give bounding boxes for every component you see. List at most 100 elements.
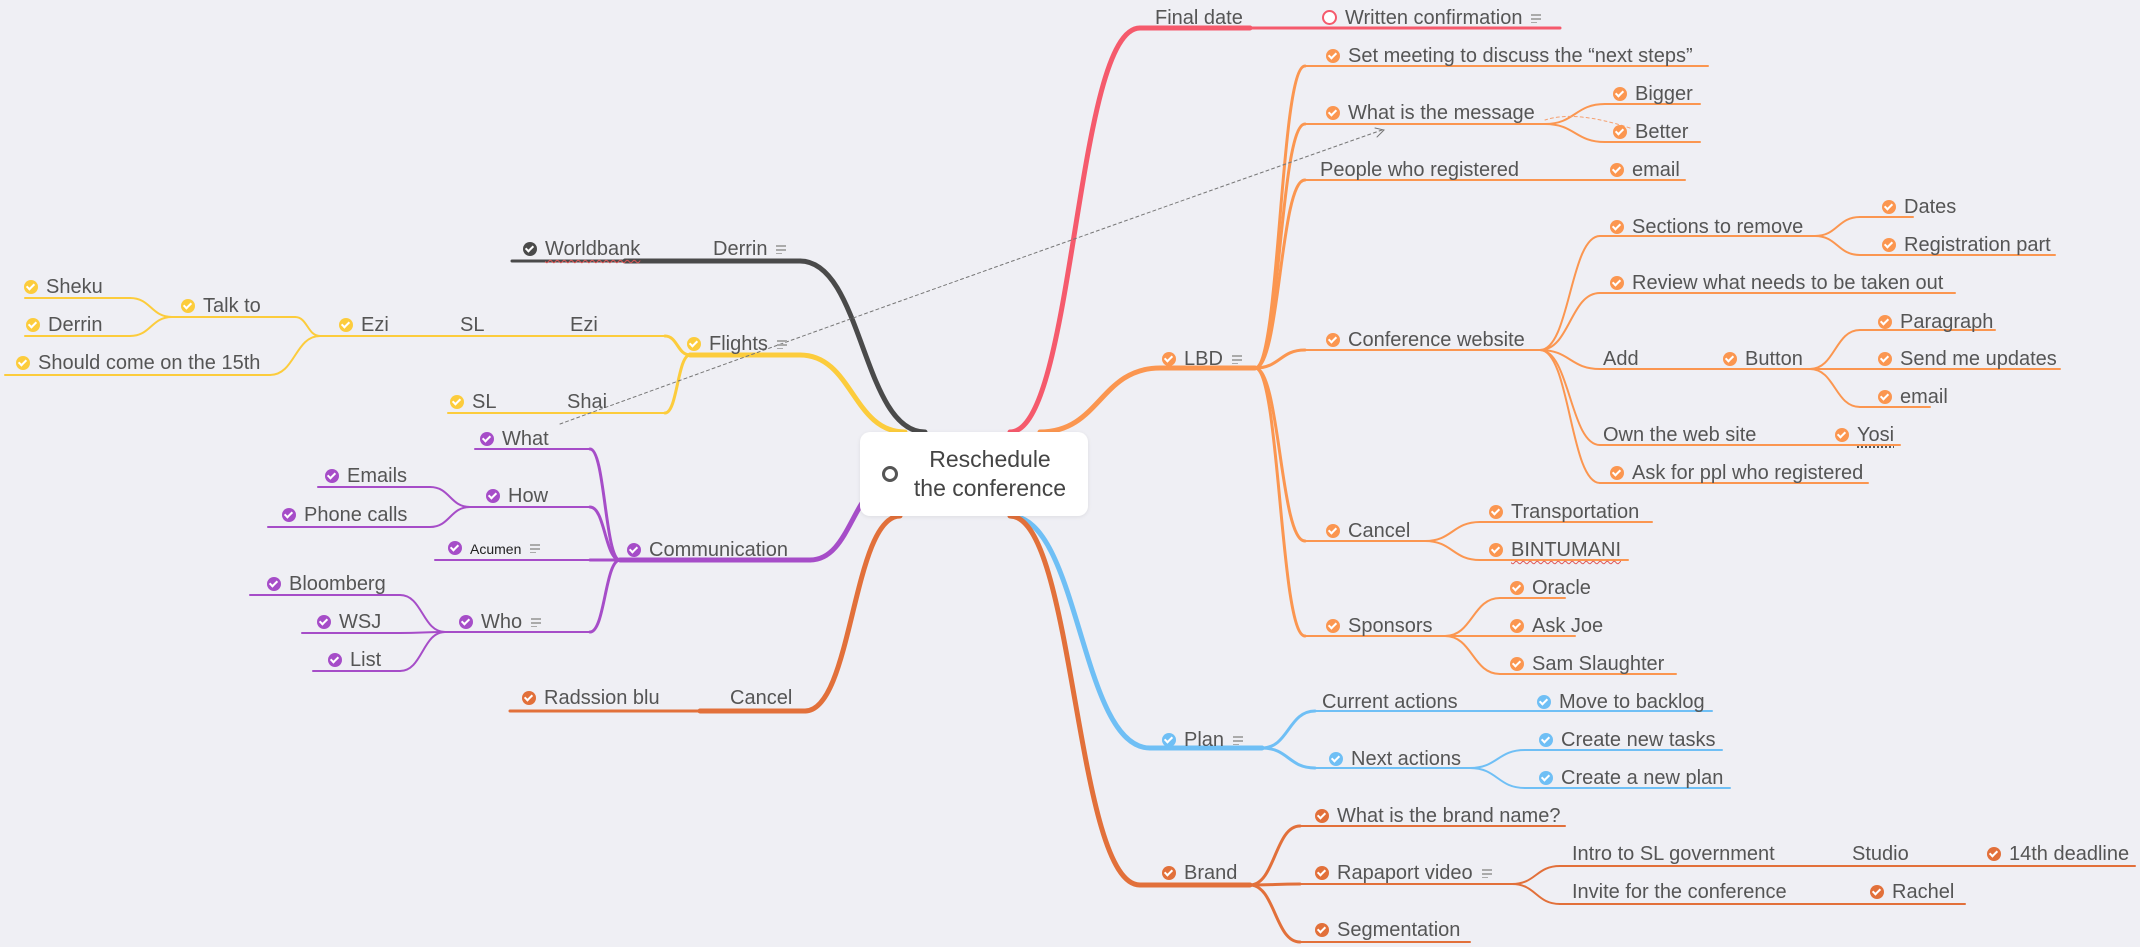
task-done-icon[interactable] <box>26 318 40 332</box>
topic-phone-calls[interactable]: Phone calls <box>282 503 407 527</box>
task-done-icon[interactable] <box>1613 125 1627 139</box>
task-done-icon[interactable] <box>1613 87 1627 101</box>
task-done-icon[interactable] <box>1510 619 1524 633</box>
topic-sl-mid[interactable]: SL <box>460 313 484 337</box>
topic-written-confirmation[interactable]: Written confirmation <box>1322 6 1542 30</box>
topic-acumen[interactable]: Acumen <box>448 537 541 561</box>
topic-people-registered[interactable]: People who registered <box>1320 158 1519 182</box>
note-icon[interactable] <box>530 544 541 553</box>
task-done-icon[interactable] <box>1882 238 1896 252</box>
task-done-icon[interactable] <box>1326 106 1340 120</box>
topic-invite[interactable]: Invite for the conference <box>1572 880 1787 904</box>
topic-better[interactable]: Better <box>1613 120 1688 144</box>
topic-button[interactable]: Button <box>1723 347 1803 371</box>
topic-plan[interactable]: Plan <box>1162 728 1244 752</box>
task-done-icon[interactable] <box>24 280 38 294</box>
task-done-icon[interactable] <box>1326 333 1340 347</box>
task-done-icon[interactable] <box>1537 695 1551 709</box>
task-done-icon[interactable] <box>1489 543 1503 557</box>
task-done-icon[interactable] <box>1539 771 1553 785</box>
topic-email1[interactable]: email <box>1610 158 1680 182</box>
task-done-icon[interactable] <box>1610 466 1624 480</box>
topic-communication[interactable]: Communication <box>627 538 788 562</box>
task-done-icon[interactable] <box>523 242 537 256</box>
task-done-icon[interactable] <box>627 543 641 557</box>
topic-list[interactable]: List <box>328 648 381 672</box>
topic-bintumani[interactable]: BINTUMANI <box>1489 538 1621 562</box>
topic-derrin-top[interactable]: Derrin <box>713 237 787 261</box>
task-done-icon[interactable] <box>480 432 494 446</box>
task-done-icon[interactable] <box>1610 220 1624 234</box>
topic-deadline[interactable]: 14th deadline <box>1987 842 2129 866</box>
task-done-icon[interactable] <box>16 356 30 370</box>
topic-intro-sl[interactable]: Intro to SL government <box>1572 842 1775 866</box>
task-done-icon[interactable] <box>1878 315 1892 329</box>
topic-email2[interactable]: email <box>1878 385 1948 409</box>
topic-send-updates[interactable]: Send me updates <box>1878 347 2057 371</box>
task-done-icon[interactable] <box>325 469 339 483</box>
task-done-icon[interactable] <box>1878 390 1892 404</box>
topic-sheku[interactable]: Sheku <box>24 275 103 299</box>
topic-cancel-left[interactable]: Cancel <box>730 686 792 710</box>
task-done-icon[interactable] <box>459 615 473 629</box>
topic-talk-to[interactable]: Talk to <box>181 294 261 318</box>
topic-next-actions[interactable]: Next actions <box>1329 747 1461 771</box>
topic-cancel-lbd[interactable]: Cancel <box>1326 519 1410 543</box>
topic-registration-part[interactable]: Registration part <box>1882 233 2051 257</box>
task-done-icon[interactable] <box>1326 619 1340 633</box>
topic-add[interactable]: Add <box>1603 347 1639 371</box>
topic-oracle[interactable]: Oracle <box>1510 576 1591 600</box>
task-done-icon[interactable] <box>1162 352 1176 366</box>
task-done-icon[interactable] <box>181 299 195 313</box>
note-icon[interactable] <box>1531 14 1542 23</box>
topic-rachel[interactable]: Rachel <box>1870 880 1954 904</box>
task-done-icon[interactable] <box>1878 352 1892 366</box>
task-done-icon[interactable] <box>687 337 701 351</box>
topic-sam[interactable]: Sam Slaughter <box>1510 652 1664 676</box>
topic-sections-remove[interactable]: Sections to remove <box>1610 215 1803 239</box>
topic-create-plan[interactable]: Create a new plan <box>1539 766 1723 790</box>
topic-derrin-y[interactable]: Derrin <box>26 313 102 337</box>
topic-yosi[interactable]: Yosi <box>1835 423 1894 447</box>
topic-bigger[interactable]: Bigger <box>1613 82 1693 106</box>
note-icon[interactable] <box>1481 869 1492 878</box>
note-icon[interactable] <box>531 618 542 627</box>
note-icon[interactable] <box>1231 355 1242 364</box>
topic-paragraph[interactable]: Paragraph <box>1878 310 1993 334</box>
topic-what-is-message[interactable]: What is the message <box>1326 101 1535 125</box>
note-icon[interactable] <box>1233 736 1244 745</box>
topic-what[interactable]: What <box>480 427 549 451</box>
task-done-icon[interactable] <box>339 318 353 332</box>
topic-own-site[interactable]: Own the web site <box>1603 423 1756 447</box>
topic-sl-low[interactable]: SL <box>450 390 496 414</box>
note-icon[interactable] <box>776 340 787 349</box>
topic-flights[interactable]: Flights <box>687 332 787 356</box>
task-done-icon[interactable] <box>522 691 536 705</box>
task-done-icon[interactable] <box>1610 163 1624 177</box>
topic-come-15th[interactable]: Should come on the 15th <box>16 351 260 375</box>
task-done-icon[interactable] <box>1987 847 2001 861</box>
topic-current-actions[interactable]: Current actions <box>1322 690 1458 714</box>
task-done-icon[interactable] <box>450 395 464 409</box>
topic-review[interactable]: Review what needs to be taken out <box>1610 271 1943 295</box>
task-done-icon[interactable] <box>267 577 281 591</box>
task-done-icon[interactable] <box>1723 352 1737 366</box>
task-done-icon[interactable] <box>448 541 462 555</box>
topic-brand-name[interactable]: What is the brand name? <box>1315 804 1560 828</box>
task-done-icon[interactable] <box>1329 752 1343 766</box>
topic-transportation[interactable]: Transportation <box>1489 500 1639 524</box>
topic-ezi-left[interactable]: Ezi <box>339 313 389 337</box>
topic-sponsors[interactable]: Sponsors <box>1326 614 1433 638</box>
topic-lbd[interactable]: LBD <box>1162 347 1242 371</box>
topic-shai[interactable]: Shai <box>567 390 607 414</box>
task-done-icon[interactable] <box>1162 733 1176 747</box>
topic-brand[interactable]: Brand <box>1162 861 1237 885</box>
task-done-icon[interactable] <box>1539 733 1553 747</box>
task-done-icon[interactable] <box>1510 657 1524 671</box>
task-done-icon[interactable] <box>1835 428 1849 442</box>
task-done-icon[interactable] <box>282 508 296 522</box>
topic-how[interactable]: How <box>486 484 548 508</box>
topic-rapaport[interactable]: Rapaport video <box>1315 861 1492 885</box>
topic-segmentation[interactable]: Segmentation <box>1315 918 1460 942</box>
